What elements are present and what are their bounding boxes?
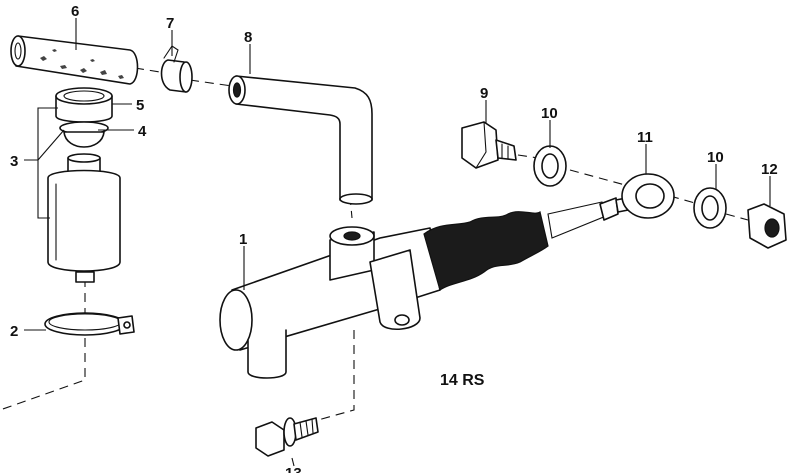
- diagram-code: 14 RS: [440, 372, 485, 389]
- part-washer: [533, 145, 567, 187]
- callout-labels: 6 7 8 5 4 3 2 1 9 10 11 10 12 13: [10, 3, 778, 473]
- part-banjo-fitting: [621, 173, 675, 219]
- part-master-cylinder: [219, 226, 441, 379]
- callout-1: 1: [239, 231, 247, 248]
- callout-13: 13: [285, 465, 302, 473]
- assembly-axis-lines: [0, 67, 749, 426]
- part-hose: [10, 35, 139, 85]
- callout-10: 10: [541, 105, 558, 122]
- part-bolt: [461, 121, 517, 169]
- callout-5: 5: [136, 97, 144, 114]
- callout-4: 4: [138, 123, 147, 140]
- part-rubber-boot: [423, 195, 639, 291]
- callout-6: 6: [71, 3, 79, 20]
- callout-11: 11: [637, 129, 653, 146]
- callout-8: 8: [244, 29, 252, 46]
- callout-3: 3: [10, 153, 18, 170]
- part-elbow-hose: [228, 75, 373, 205]
- callout-9: 9: [480, 85, 488, 102]
- part-nut: [747, 203, 787, 249]
- part-screw: [255, 417, 319, 457]
- part-hose-clamp: [160, 45, 193, 93]
- part-band-clamp: [44, 312, 135, 336]
- callout-10: 10: [707, 149, 724, 166]
- part-washer: [693, 187, 727, 229]
- part-strainer: [59, 121, 109, 148]
- callout-2: 2: [10, 323, 18, 340]
- callout-12: 12: [761, 161, 778, 178]
- part-reservoir: [47, 153, 121, 283]
- callout-7: 7: [166, 15, 174, 32]
- leader-lines: [24, 18, 771, 467]
- part-reservoir-cap: [55, 87, 113, 123]
